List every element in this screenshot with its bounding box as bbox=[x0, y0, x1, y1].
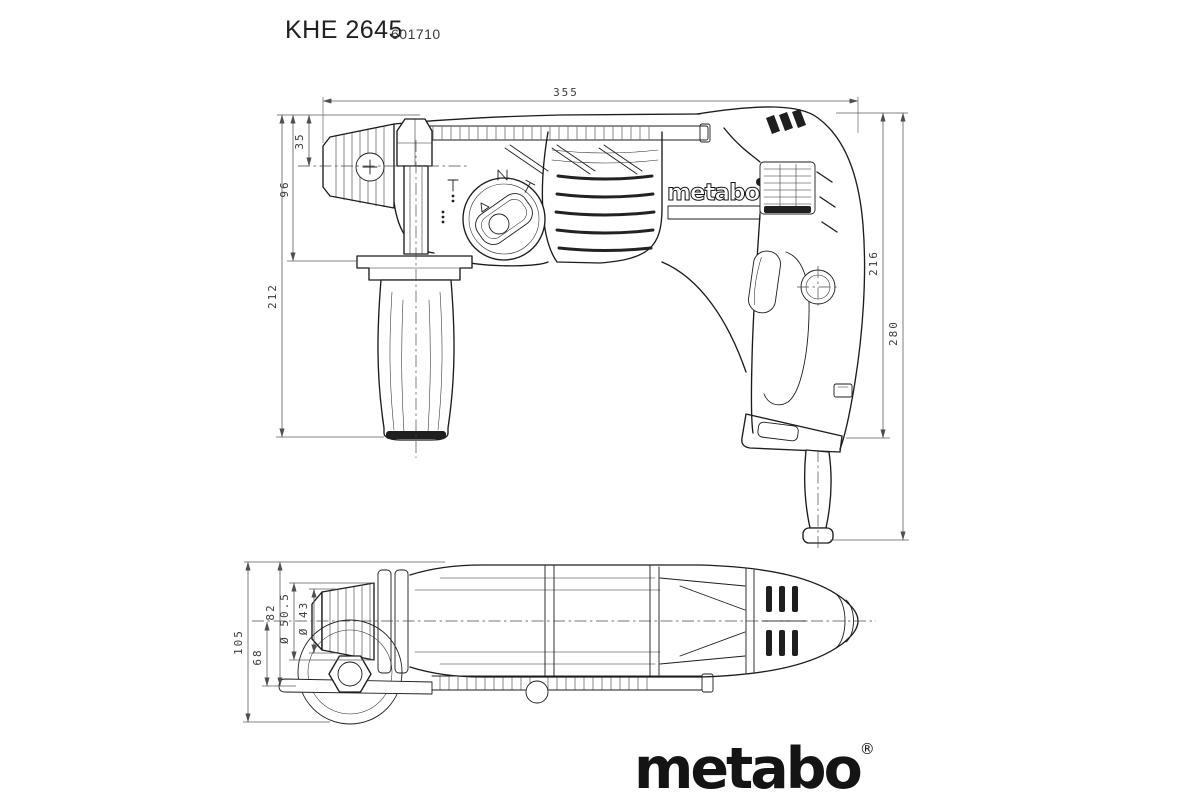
top-chuck bbox=[311, 582, 375, 661]
dim-label-212: 212 bbox=[266, 283, 279, 309]
brand-logo-text: metabo bbox=[634, 736, 863, 800]
dim-label-collar-diameter: Ø 50.5 bbox=[278, 592, 291, 644]
dim-label-35: 35 bbox=[293, 132, 306, 149]
dim-label-chuck-diameter: Ø 43 bbox=[297, 601, 310, 636]
lock-button bbox=[797, 266, 839, 308]
depth-gauge-rod bbox=[407, 123, 711, 143]
power-cord bbox=[802, 449, 834, 549]
top-view-drawing: 105 82 68 Ø 50.5 Ø 43 bbox=[232, 561, 876, 725]
page-title: KHE 2645 bbox=[285, 16, 403, 44]
brand-logo: metabo® bbox=[634, 736, 875, 800]
dim-label-216: 216 bbox=[867, 250, 880, 276]
mode-selector-dial bbox=[462, 177, 546, 261]
rear-handle bbox=[696, 106, 866, 453]
belt-clip bbox=[833, 383, 853, 398]
top-side-handle bbox=[278, 619, 433, 725]
dim-label-68: 68 bbox=[251, 648, 264, 665]
dimension-total-width: 105 bbox=[232, 561, 445, 723]
dimension-overall-length: 355 bbox=[322, 86, 859, 143]
product-logo-text: metabo bbox=[667, 180, 760, 206]
article-number: 601710 bbox=[391, 26, 441, 42]
product-logo-plate: metabo bbox=[667, 178, 764, 220]
dimension-rear-body-height: 216 bbox=[836, 112, 908, 439]
dimension-top-to-axis: 35 bbox=[277, 114, 420, 167]
body-top-edge bbox=[393, 113, 701, 125]
front-grip-ribs bbox=[541, 131, 663, 264]
side-view-drawing: metabo bbox=[266, 86, 909, 549]
dimension-axis-offset: 68 bbox=[251, 621, 270, 687]
top-clamp-bands bbox=[377, 569, 409, 674]
top-depth-rod bbox=[431, 673, 714, 704]
dim-label-96: 96 bbox=[278, 180, 291, 197]
dimension-chuck-diameter: Ø 43 bbox=[297, 588, 336, 654]
dim-label-280: 280 bbox=[887, 320, 900, 346]
mode-selector-icons bbox=[441, 169, 536, 224]
top-vent-slots-icon bbox=[761, 586, 807, 656]
dim-label-105: 105 bbox=[232, 629, 245, 655]
vent-slots-icon bbox=[504, 144, 643, 175]
trigger bbox=[748, 250, 781, 314]
dim-label-82: 82 bbox=[264, 603, 277, 620]
dimension-rear-total-height: 280 bbox=[830, 112, 909, 541]
registered-trademark-icon: ® bbox=[859, 740, 875, 758]
dimension-collar-diameter: Ø 50.5 bbox=[278, 582, 374, 661]
dimension-front-total-height: 212 bbox=[266, 114, 384, 438]
dimension-body-width: 82 bbox=[262, 561, 296, 687]
dim-label-355: 355 bbox=[553, 86, 579, 99]
handle-bottom-cap bbox=[741, 413, 843, 453]
